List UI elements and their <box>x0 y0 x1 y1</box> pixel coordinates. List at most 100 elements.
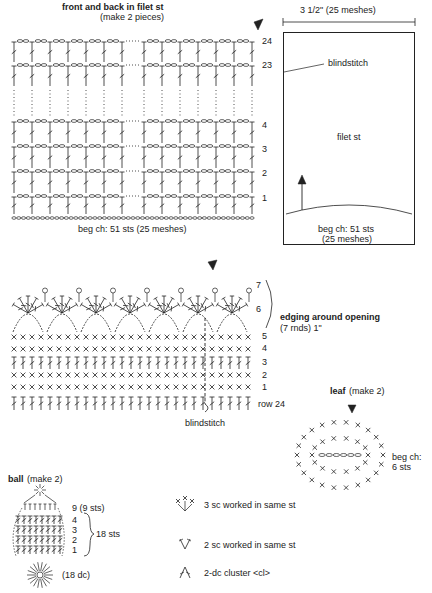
chain-symbol <box>226 217 230 220</box>
dc-symbol <box>154 297 158 299</box>
sc-symbol <box>192 335 197 340</box>
sc-symbol <box>219 385 224 390</box>
chain-symbol <box>89 170 95 173</box>
dc-symbol <box>42 578 47 586</box>
dc-symbol <box>28 518 32 522</box>
dc-symbol <box>12 156 16 160</box>
dc-symbol <box>214 147 219 148</box>
chain-symbol <box>41 120 47 123</box>
legend-symbol <box>187 539 191 541</box>
chain-symbol <box>171 145 177 148</box>
dc-symbol <box>103 306 104 311</box>
sc-symbol <box>156 385 161 390</box>
dc-symbol <box>232 66 237 67</box>
legend-symbol <box>180 567 185 578</box>
sc-symbol <box>138 335 143 340</box>
ring-stroke <box>42 490 46 491</box>
dc-symbol <box>57 361 61 365</box>
dc-symbol <box>178 197 183 198</box>
sc-symbol <box>21 373 26 378</box>
sc-symbol <box>165 373 170 378</box>
sc-symbol <box>237 335 242 340</box>
dc-symbol <box>232 147 237 148</box>
dc-symbol <box>196 122 201 123</box>
dc-symbol <box>196 50 200 54</box>
dc-symbol <box>183 361 187 365</box>
dc-symbol <box>250 197 255 198</box>
sc-symbol <box>228 373 233 378</box>
dc-symbol <box>30 147 35 148</box>
dc-symbol <box>57 397 62 398</box>
dc-symbol <box>188 308 193 310</box>
chain-symbol <box>189 64 195 67</box>
dc-symbol <box>196 42 201 43</box>
dc-symbol <box>250 50 254 54</box>
dc-symbol <box>84 122 89 123</box>
dc-symbol <box>38 562 40 571</box>
chain-symbol <box>189 120 195 123</box>
omission-mark <box>126 65 140 66</box>
sc-symbol <box>138 347 143 352</box>
dc-symbol <box>102 74 106 78</box>
dc-symbol <box>29 504 32 505</box>
chain-stem <box>215 293 216 302</box>
picot-symbol <box>179 288 184 293</box>
sc-symbol <box>192 373 197 378</box>
sc-symbol <box>93 385 98 390</box>
dc-symbol <box>230 296 234 297</box>
sc-symbol <box>111 373 116 378</box>
sc-symbol <box>84 373 89 378</box>
sc-symbol <box>147 335 152 340</box>
chain-symbol <box>348 454 354 457</box>
dc-symbol <box>65 303 67 308</box>
chain-stem <box>45 293 46 302</box>
sc-symbol <box>356 483 360 487</box>
dc-symbol <box>49 504 52 505</box>
chain-symbol <box>64 217 68 220</box>
dc-symbol <box>142 181 146 185</box>
sc-symbol <box>310 428 314 432</box>
dc-symbol <box>133 303 135 308</box>
sc-symbol <box>120 335 125 340</box>
dc-symbol <box>147 397 152 398</box>
sc-symbol <box>102 335 107 340</box>
dc-symbol <box>30 50 34 54</box>
sc-symbol <box>366 453 370 457</box>
chain-symbol <box>333 454 339 457</box>
dc-symbol <box>120 172 125 173</box>
dc-symbol <box>52 516 57 517</box>
chain-symbol <box>155 217 159 220</box>
dc-symbol <box>214 42 219 43</box>
sc-symbol <box>246 347 251 352</box>
sc-symbol <box>313 445 317 449</box>
sc-symbol <box>66 335 71 340</box>
chain-symbol <box>174 217 178 220</box>
chain-symbol <box>55 217 59 220</box>
dc-symbol <box>84 172 89 173</box>
chain-symbol <box>71 120 77 123</box>
sc-symbol <box>165 373 170 378</box>
row-number: 2 <box>262 168 267 178</box>
chain-arc <box>149 314 179 332</box>
dc-symbol <box>84 197 89 198</box>
sc-symbol <box>21 373 26 378</box>
chain-symbol <box>26 217 30 220</box>
sc-symbol <box>48 335 53 340</box>
ring-stroke <box>34 490 38 491</box>
sc-symbol <box>30 385 35 390</box>
dc-symbol <box>228 402 232 406</box>
chain-symbol <box>147 64 153 67</box>
dc-symbol <box>250 204 254 208</box>
chain-symbol <box>71 64 77 67</box>
sc-symbol <box>66 373 71 378</box>
dc-symbol <box>114 303 116 307</box>
sc-symbol <box>75 385 80 390</box>
omission-mark <box>126 196 140 197</box>
chain-symbol <box>77 120 83 123</box>
chain-symbol <box>107 170 113 173</box>
dc-symbol <box>28 305 43 314</box>
dc-symbol <box>250 172 255 173</box>
chain-symbol <box>207 145 213 148</box>
chain-symbol <box>36 217 40 220</box>
dc-symbol <box>111 397 116 398</box>
